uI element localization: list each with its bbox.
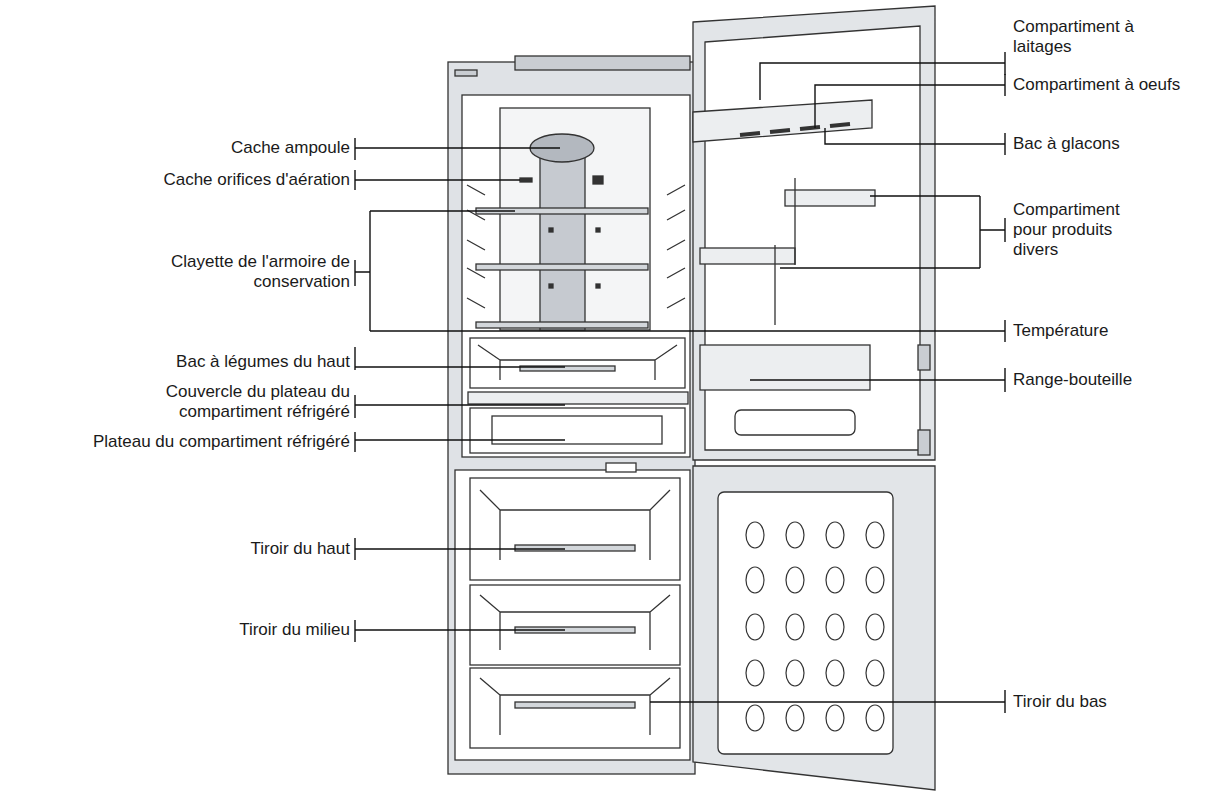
door-shelf — [785, 190, 875, 206]
part-label: Cache orifices d'aération — [50, 170, 350, 190]
cabinet — [448, 62, 695, 774]
part-label: Tiroir du haut — [50, 539, 350, 559]
leader-bracket — [355, 211, 515, 331]
ice-mold — [786, 614, 804, 640]
ice-mold — [866, 705, 884, 731]
leader-line — [355, 432, 565, 452]
ice-mold — [746, 567, 764, 593]
ice-mold — [866, 522, 884, 548]
leader-line — [650, 690, 1005, 713]
door-shelf-side — [775, 178, 795, 325]
crisper-drawer — [470, 338, 685, 388]
fridge-interior — [462, 95, 690, 457]
vent-mark — [549, 228, 553, 232]
leader-bracket — [780, 196, 1005, 268]
ice-mold — [866, 567, 884, 593]
ice-mold — [826, 567, 844, 593]
dairy-compartment — [693, 100, 872, 142]
ice-mold — [826, 660, 844, 686]
leader-line — [355, 395, 565, 418]
part-label: Compartiment pour produits divers — [1013, 200, 1138, 260]
lower-door-liner — [718, 492, 893, 754]
ice-mold — [826, 614, 844, 640]
part-label: Couvercle du plateau du compartiment réf… — [135, 382, 350, 422]
part-label: Clayette de l'armoire de conservation — [115, 252, 350, 292]
ice-mold — [746, 660, 764, 686]
door-slot — [735, 410, 855, 435]
leader-line — [355, 620, 565, 642]
drawer-handle — [515, 545, 635, 551]
hinge-plate — [606, 463, 636, 472]
upper-door — [693, 6, 935, 460]
top-panel — [515, 56, 690, 70]
top-button — [455, 70, 477, 76]
ice-mold — [866, 660, 884, 686]
vent-mark — [520, 178, 532, 182]
leader-line — [355, 347, 565, 370]
ice-mold — [786, 660, 804, 686]
tray-cover — [468, 392, 688, 404]
wall-ridges — [467, 185, 685, 308]
crisper-inner — [478, 345, 677, 380]
vent-mark — [593, 176, 603, 184]
freezer-drawer — [470, 668, 680, 748]
egg-tray — [740, 124, 850, 135]
glass-shelf — [476, 322, 648, 328]
drawer-inner — [480, 678, 670, 735]
chiller-tray — [470, 408, 685, 453]
leader-line — [515, 320, 1005, 342]
ice-mold — [746, 705, 764, 731]
leader-line — [815, 74, 1005, 128]
leader-lines — [355, 52, 1005, 713]
part-label: Compartiment à oeufs — [1013, 75, 1213, 95]
ice-mold — [826, 705, 844, 731]
part-label: Plateau du compartiment réfrigéré — [5, 432, 350, 452]
ice-mold — [746, 614, 764, 640]
vent-mark — [596, 228, 600, 232]
vent-mark — [596, 284, 600, 288]
leader-line — [355, 170, 520, 190]
leader-line — [355, 538, 565, 560]
door-shelf — [700, 248, 795, 264]
part-label: Température — [1013, 321, 1213, 341]
ice-mold — [866, 614, 884, 640]
back-wall — [500, 108, 650, 330]
ice-mold — [786, 522, 804, 548]
glass-shelf — [476, 264, 648, 270]
leader-line — [825, 128, 1005, 155]
ice-mold — [786, 705, 804, 731]
freezer-interior — [455, 470, 690, 760]
drawer-handle — [515, 702, 635, 708]
hinge — [918, 430, 930, 455]
hinge — [918, 345, 930, 370]
drawer-inner — [480, 595, 670, 650]
ice-molds — [746, 522, 884, 731]
vent-panel — [540, 140, 585, 330]
part-label: Compartiment à laitages — [1013, 17, 1163, 57]
part-label: Cache ampoule — [50, 138, 350, 158]
part-label: Range-bouteille — [1013, 370, 1213, 390]
vent-mark — [549, 284, 553, 288]
part-label: Tiroir du milieu — [50, 620, 350, 640]
part-label: Tiroir du bas — [1013, 692, 1213, 712]
leader-line — [760, 52, 1005, 100]
part-label: Bac à légumes du haut — [50, 352, 350, 372]
bottle-rack — [700, 345, 870, 390]
ice-mold — [826, 522, 844, 548]
part-label: Bac à glacons — [1013, 134, 1213, 154]
ice-mold — [786, 567, 804, 593]
lower-door — [693, 466, 935, 790]
freezer-drawer — [470, 585, 680, 665]
ice-mold — [746, 522, 764, 548]
fridge-body — [448, 6, 935, 790]
leader-line — [750, 368, 1005, 392]
freezer-drawer — [470, 478, 680, 580]
leader-line — [355, 138, 560, 160]
